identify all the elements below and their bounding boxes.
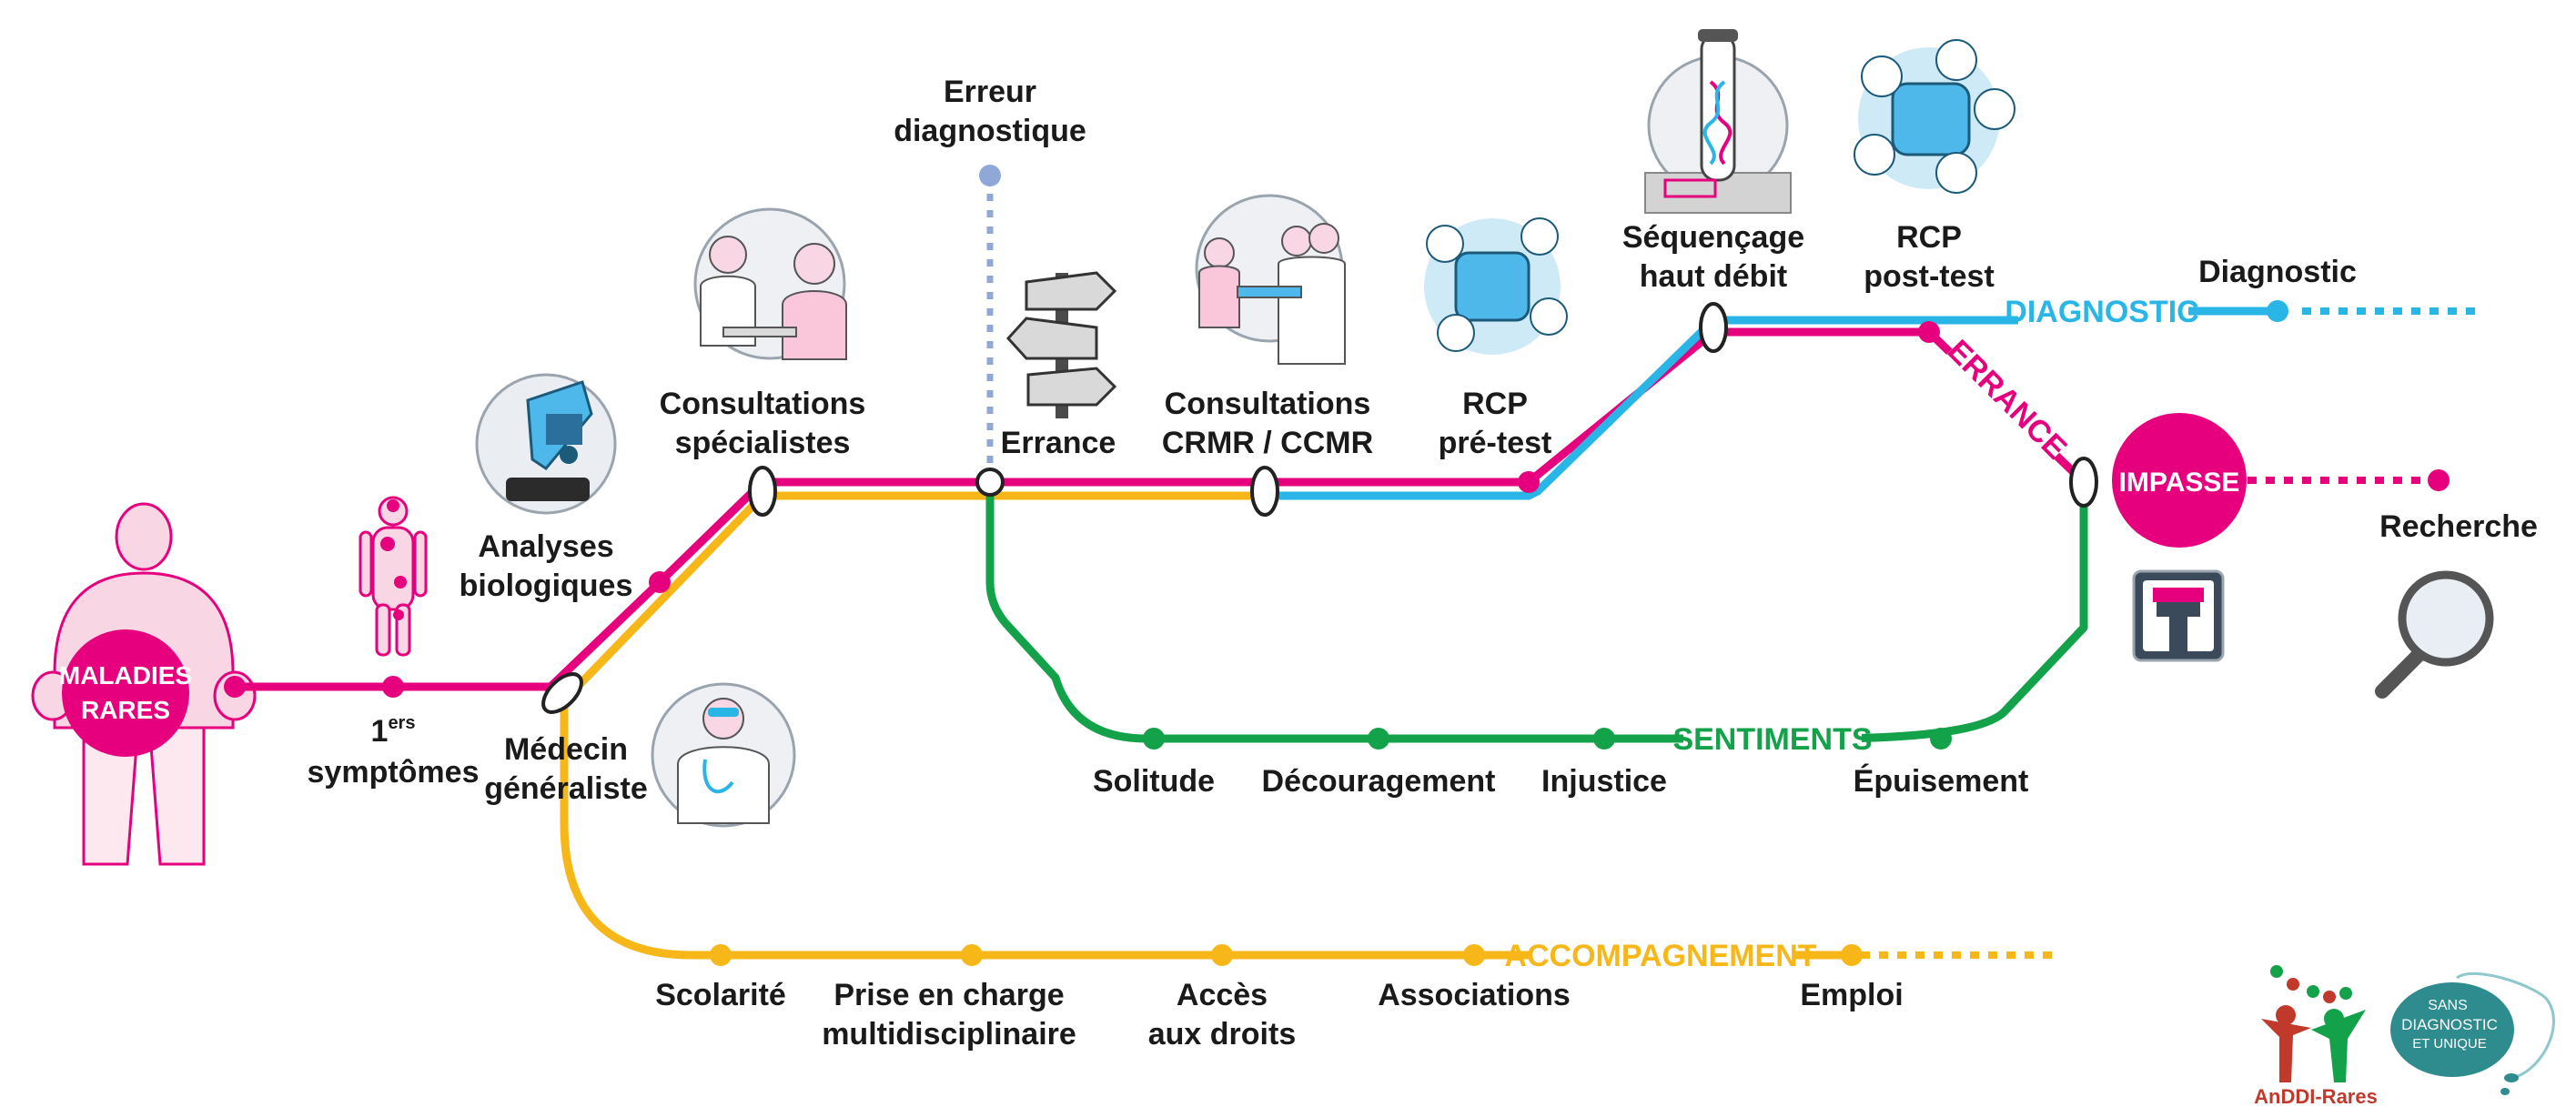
station-diagnostic-dot <box>2267 300 2288 322</box>
station-rcp-pre-dot <box>1518 471 1540 493</box>
anddi-logo-text: AnDDI-Rares <box>2254 1085 2378 1108</box>
accompagnement-line-name: ACCOMPAGNEMENT <box>1504 939 1816 973</box>
station-recherche-dot <box>2428 469 2450 491</box>
rcp-meeting-table-icon <box>1424 217 1568 355</box>
station-symptomes-dot <box>382 676 404 698</box>
sequencing-tube-icon <box>1644 29 1792 214</box>
station-epuisement-dot <box>1930 728 1952 750</box>
diagnostic-line-name: DIAGNOSTIC <box>2005 295 2198 329</box>
line-sentiments-green <box>985 482 2088 743</box>
line-diagnostic-blue <box>1265 307 2475 500</box>
consultations-label-line2: spécialistes <box>675 426 851 460</box>
anddi-rares-logo: AnDDI-Rares <box>2254 965 2378 1108</box>
station-prise-dot <box>961 944 983 966</box>
diagnostic-label: Diagnostic <box>2198 255 2357 289</box>
station-errance-dot <box>975 468 1005 497</box>
acces-label-line2: aux droits <box>1148 1017 1296 1052</box>
symptoms-figure-icon <box>359 496 428 657</box>
consultations-label-line1: Consultations <box>660 387 866 421</box>
station-sequencage-interchange <box>1699 302 1728 353</box>
rcp-post-label-line1: RCP <box>1896 220 1962 255</box>
station-scolarite-dot <box>710 944 732 966</box>
prise-label-line2: multidisciplinaire <box>822 1017 1076 1052</box>
rcp-pre-label-line1: RCP <box>1462 387 1528 421</box>
analyses-label-line1: Analyses <box>478 529 613 564</box>
medecin-label-line1: Médecin <box>504 732 628 767</box>
general-practitioner-icon <box>651 682 796 828</box>
impasse-label: IMPASSE <box>2119 468 2240 498</box>
sans-logo-line3: ET UNIQUE <box>2412 1036 2486 1052</box>
symptomes-superscript: ers <box>388 713 415 733</box>
emploi-label: Emploi <box>1800 978 1903 1012</box>
maladies-label-line1: MALADIES <box>59 661 192 689</box>
errance-line-name: ERRANCE <box>1941 333 2074 466</box>
erreur-label-line1: Erreur <box>944 75 1036 109</box>
station-start-dot <box>224 676 246 698</box>
crmr-consultation-icon <box>1195 194 1346 365</box>
station-medecin-interchange <box>541 672 583 714</box>
label-sentiments-line: SENTIMENTS <box>1672 719 1873 757</box>
recherche-label: Recherche <box>2379 509 2538 544</box>
station-consultations-interchange <box>748 466 777 517</box>
acces-label-line1: Accès <box>1177 978 1268 1012</box>
symptomes-label-line2: symptômes <box>308 755 480 790</box>
station-crmr-interchange <box>1250 466 1279 517</box>
station-solitude-dot <box>1143 728 1165 750</box>
analyses-label-line2: biologiques <box>460 569 633 603</box>
epuisement-label: Épuisement <box>1854 764 2029 799</box>
prise-label-line1: Prise en charge <box>833 978 1064 1012</box>
station-rcp-post-dot <box>1918 321 1940 343</box>
station-analyses-dot <box>649 571 671 593</box>
maladies-rares-badge: MALADIES RARES <box>59 629 192 757</box>
dead-end-sign-icon <box>2132 569 2225 662</box>
station-decouragement-dot <box>1368 728 1389 750</box>
crmr-label-line2: CRMR / CCMR <box>1162 426 1373 460</box>
decouragement-label: Découragement <box>1262 764 1496 799</box>
rcp-post-test-table-icon <box>1854 39 2015 194</box>
sans-logo-line2: DIAGNOSTIC <box>2401 1016 2498 1033</box>
symptomes-prefix: 1 <box>371 714 389 749</box>
injustice-label: Injustice <box>1541 764 1667 799</box>
maladies-label-line2: RARES <box>81 696 170 724</box>
rcp-post-label-line2: post-test <box>1864 259 1995 294</box>
label-accompagnement-line: ACCOMPAGNEMENT <box>1504 935 1817 973</box>
station-erreur-dot <box>979 165 1001 186</box>
station-emploi-dot <box>1841 944 1863 966</box>
station-injustice-dot <box>1593 728 1615 750</box>
erreur-label-line2: diagnostique <box>894 114 1086 148</box>
crmr-label-line1: Consultations <box>1165 387 1371 421</box>
impasse-badge: IMPASSE <box>2112 413 2247 548</box>
station-acces-dot <box>1211 944 1233 966</box>
label-errance-line: ERRANCE <box>1941 333 2074 466</box>
specialist-consultation-icon <box>693 207 847 360</box>
sans-diagnostic-logo: SANS DIAGNOSTIC ET UNIQUE <box>2390 971 2555 1095</box>
sentiments-line-name: SENTIMENTS <box>1672 722 1872 757</box>
station-associations-dot <box>1463 944 1485 966</box>
line-errance-pink <box>235 327 2087 691</box>
sans-logo-line1: SANS <box>2428 998 2468 1013</box>
sequencage-label-line1: Séquençage <box>1622 220 1804 255</box>
station-errance-end-interchange <box>2069 457 2098 508</box>
medecin-label-line2: généraliste <box>484 771 648 806</box>
errance-label: Errance <box>1001 426 1116 460</box>
sequencage-label-line2: haut débit <box>1640 259 1787 294</box>
label-diagnostic-line: DIAGNOSTIC <box>2005 293 2199 329</box>
microscope-icon <box>475 373 617 515</box>
symptomes-label-line1: 1ers <box>371 713 416 749</box>
associations-label: Associations <box>1378 978 1571 1012</box>
signpost-icon <box>1005 271 1117 418</box>
rcp-pre-label-line2: pré-test <box>1439 426 1552 460</box>
magnifying-glass-icon <box>2375 570 2494 699</box>
scolarite-label: Scolarité <box>655 978 786 1012</box>
solitude-label: Solitude <box>1093 764 1215 799</box>
